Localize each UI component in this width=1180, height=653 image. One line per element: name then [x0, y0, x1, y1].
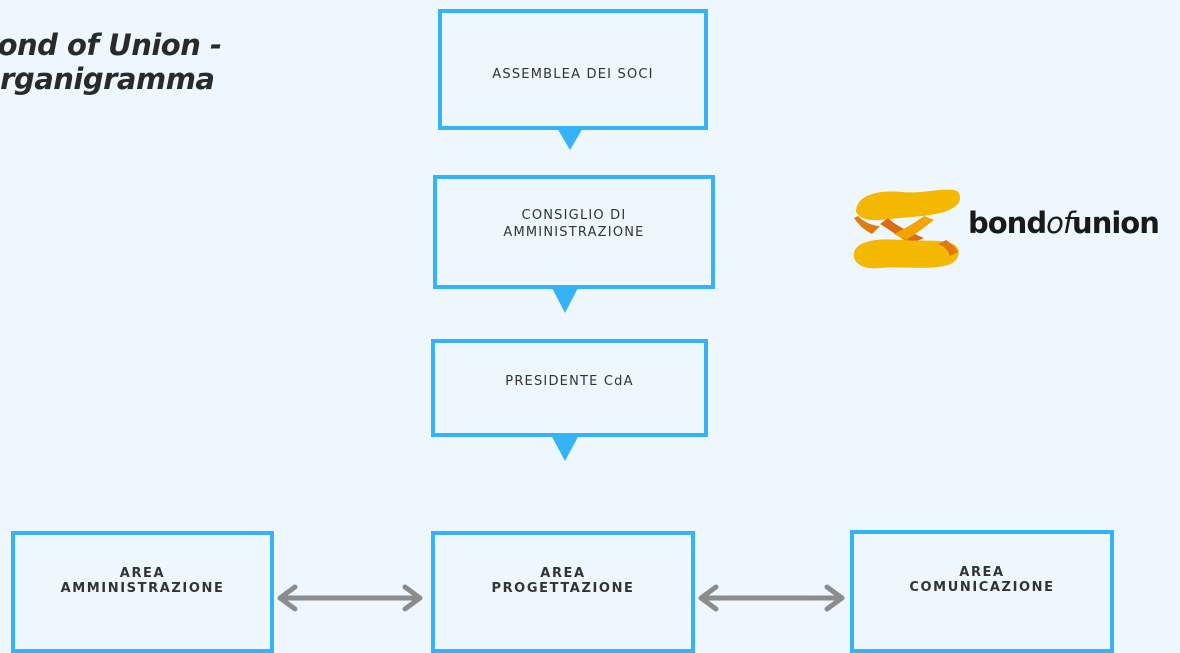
box-label: PRESIDENTE CdA	[505, 374, 634, 389]
box-label: CONSIGLIO DI AMMINISTRAZIONE	[503, 208, 645, 240]
logo-text-bond: bond	[968, 206, 1047, 240]
down-arrow-assemblea	[557, 128, 583, 150]
box-consiglio-di-amministrazione: CONSIGLIO DI AMMINISTRAZIONE	[433, 175, 715, 289]
title-line-2: Organigramma	[0, 62, 215, 96]
page-title: Bond of Union - Organigramma	[0, 28, 222, 96]
logo-text-of: of	[1046, 206, 1073, 240]
box-label: ASSEMBLEA DEI SOCI	[492, 67, 654, 82]
down-arrow-consiglio	[552, 288, 578, 313]
box-label: AREA COMUNICAZIONE	[909, 565, 1055, 595]
box-assemblea-dei-soci: ASSEMBLEA DEI SOCI	[438, 9, 708, 130]
logo-text-union: union	[1072, 206, 1160, 240]
double-arrow-right	[698, 584, 845, 612]
ribbon-icon	[853, 189, 961, 269]
title-line-1: Bond of Union -	[0, 28, 222, 62]
down-arrow-presidente	[551, 435, 579, 461]
logo-wordmark: bondofunion	[968, 206, 1160, 240]
double-arrow-left	[277, 584, 423, 612]
box-label: AREA PROGETTAZIONE	[491, 566, 635, 596]
box-label: AREA AMMINISTRAZIONE	[60, 566, 225, 596]
box-presidente-cda: PRESIDENTE CdA	[431, 339, 708, 437]
box-area-progettazione: AREA PROGETTAZIONE	[431, 531, 695, 653]
bond-of-union-logo: bondofunion	[850, 186, 1180, 272]
box-area-comunicazione: AREA COMUNICAZIONE	[850, 530, 1114, 653]
box-area-amministrazione: AREA AMMINISTRAZIONE	[11, 531, 274, 653]
